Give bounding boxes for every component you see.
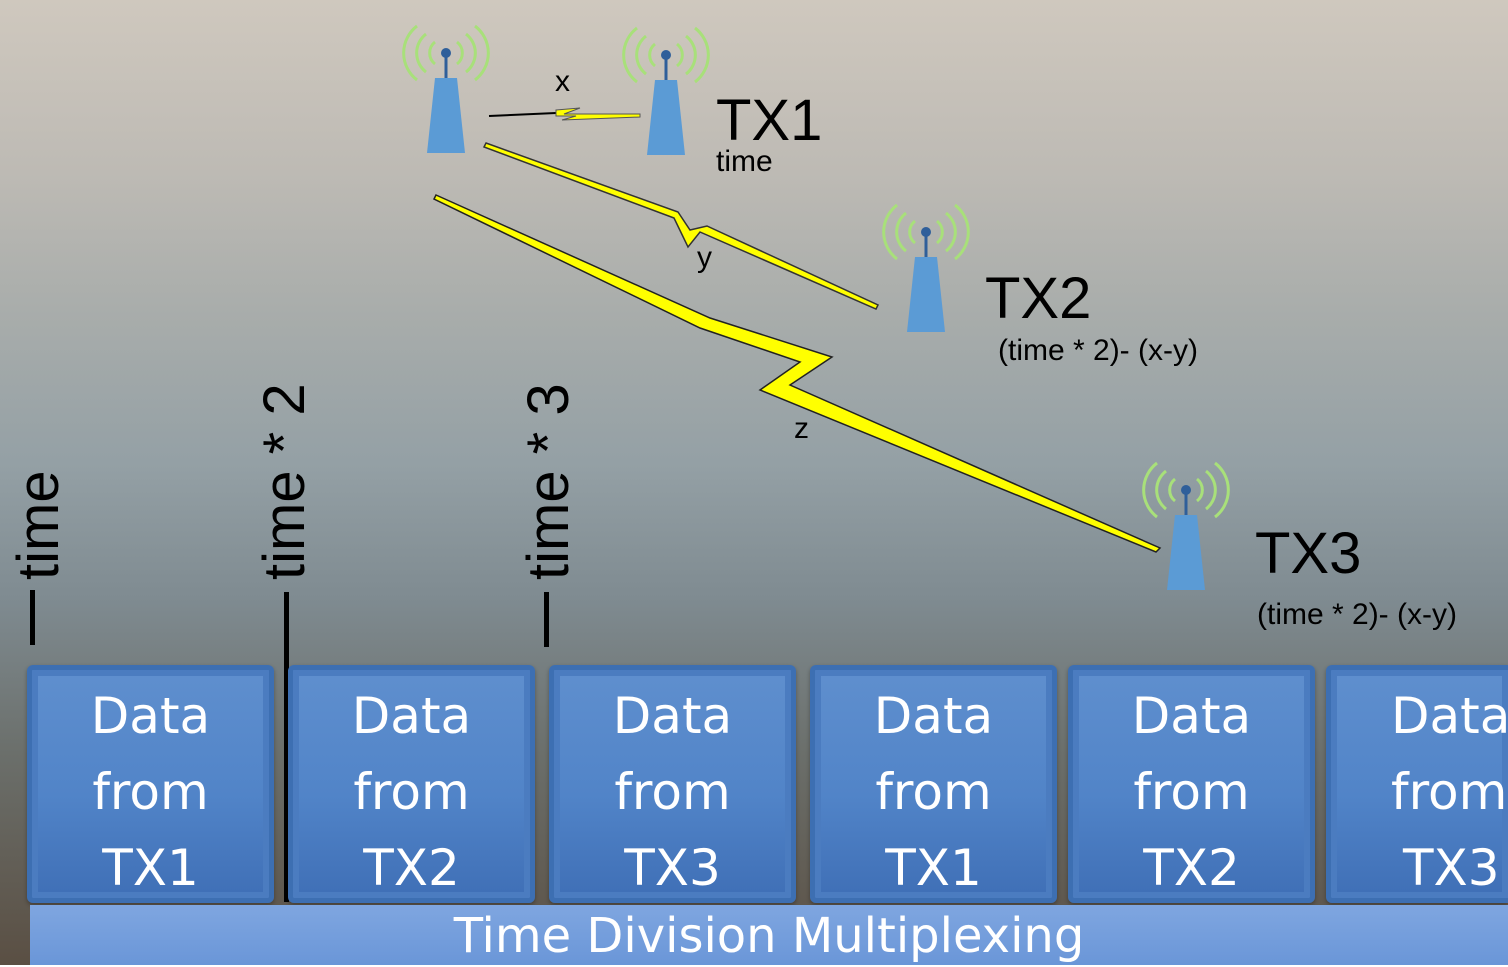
slot-2-line2: from: [353, 763, 470, 821]
link-z-label: z: [794, 412, 809, 445]
slot-2-line1: Data: [351, 687, 472, 745]
tx2-label: TX2: [985, 266, 1092, 331]
slot-1-line2: from: [92, 763, 209, 821]
link-x-bolt-icon: [488, 107, 641, 121]
time-marker-2-tick: [284, 592, 289, 902]
slot-5-line2: from: [1133, 763, 1250, 821]
slot-2-line3: TX2: [363, 839, 460, 897]
link-z-bolt-icon: [432, 194, 1162, 553]
slot-2: Data from TX2: [288, 665, 535, 903]
time-marker-2: time * 2: [252, 383, 317, 580]
slot-4-line2: from: [875, 763, 992, 821]
tx3-timing: (time * 2)- (x-y): [1257, 598, 1457, 631]
slot-3-line2: from: [614, 763, 731, 821]
link-y-bolt-icon: [482, 142, 880, 310]
slot-6: Data from TX3: [1326, 665, 1508, 903]
tx3-label: TX3: [1255, 521, 1362, 586]
slot-6-line1: Data: [1391, 687, 1508, 745]
time-marker-3: time * 3: [516, 383, 581, 580]
tx1-timing: time: [716, 145, 773, 178]
link-x-label: x: [555, 65, 570, 98]
time-marker-3-tick: [544, 592, 549, 647]
tx2-timing: (time * 2)- (x-y): [998, 334, 1198, 367]
slot-1-line1: Data: [90, 687, 211, 745]
tx1-label: TX1: [716, 88, 823, 153]
slot-4-line1: Data: [873, 687, 994, 745]
slot-4: Data from TX1: [810, 665, 1057, 903]
slot-3-line3: TX3: [624, 839, 721, 897]
slot-3-line1: Data: [612, 687, 733, 745]
link-y-label: y: [697, 241, 712, 274]
slot-1-line3: TX1: [102, 839, 199, 897]
slot-5: Data from TX2: [1068, 665, 1315, 903]
time-marker-1-tick: [30, 590, 35, 645]
time-marker-1: time: [6, 470, 71, 580]
slot-6-line3: TX3: [1403, 839, 1500, 897]
tx2-tower-icon: [882, 203, 970, 334]
tx1-tower-icon: [622, 26, 710, 157]
slot-6-line2: from: [1391, 763, 1508, 821]
tx3-tower-icon: [1142, 461, 1230, 592]
slot-5-line1: Data: [1131, 687, 1252, 745]
tdm-banner: Time Division Multiplexing: [30, 905, 1508, 965]
slot-1: Data from TX1: [27, 665, 274, 903]
slot-4-line3: TX1: [885, 839, 982, 897]
slot-5-line3: TX2: [1143, 839, 1240, 897]
base-tower-icon: [402, 24, 490, 155]
slot-3: Data from TX3: [549, 665, 796, 903]
